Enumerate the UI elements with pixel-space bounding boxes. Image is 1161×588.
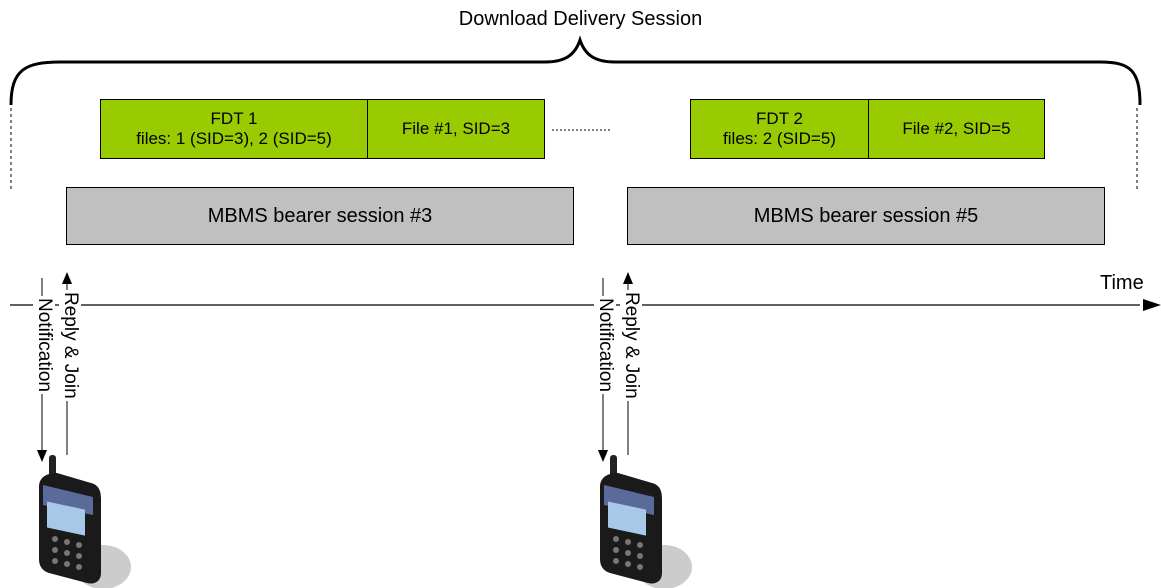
time-axis-label: Time [1100,272,1144,294]
file-box-2: File #2, SID=5 [868,99,1045,159]
mobile-phone-icon [600,455,692,588]
diagram-title: Download Delivery Session [458,8,703,30]
fdt-box-2-title: FDT 2 [756,109,803,128]
notification-arrow-1 [37,450,47,462]
time-axis-arrowhead [1143,299,1161,311]
mobile-phone-icon [39,455,131,588]
reply-join-label-1: Reply & Join [59,290,81,401]
session-brace [9,35,1142,106]
notification-label-1: Notification [33,296,55,394]
fdt-box-2-files: files: 2 (SID=5) [723,129,836,148]
notification-label-2: Notification [594,296,616,394]
fdt-box-1-files: files: 1 (SID=3), 2 (SID=5) [136,129,332,148]
file-box-1: File #1, SID=3 [367,99,545,159]
fdt-box-1: FDT 1 files: 1 (SID=3), 2 (SID=5) [100,99,368,159]
fdt-box-2: FDT 2 files: 2 (SID=5) [690,99,869,159]
fdt-box-1-title: FDT 1 [210,109,258,128]
bearer-session-2: MBMS bearer session #5 [627,187,1105,245]
bearer-session-1: MBMS bearer session #3 [66,187,574,245]
reply-arrow-1 [62,272,72,284]
reply-join-label-2: Reply & Join [620,290,642,401]
reply-arrow-2 [623,272,633,284]
notification-arrow-2 [598,450,608,462]
